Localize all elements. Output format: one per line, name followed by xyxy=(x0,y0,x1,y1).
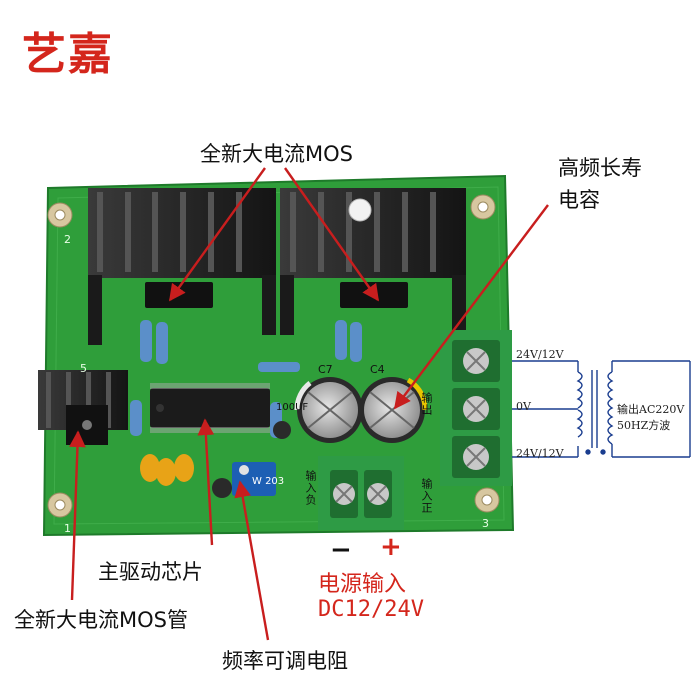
callout-mos-bottom: 全新大电流MOS管 xyxy=(14,608,188,632)
capacitor-c4 xyxy=(359,377,428,443)
transformer-output-line2: 50HZ方波 xyxy=(617,419,671,432)
output-terminal-block xyxy=(440,330,512,486)
pcb-corner-3: 3 xyxy=(482,517,489,530)
pcb-label-input-pos: 输入正 xyxy=(420,478,433,514)
ceramic-capacitors xyxy=(140,421,291,498)
pcb-corner-5: 5 xyxy=(80,362,87,375)
pot-marking: W 203 xyxy=(252,476,285,487)
driver-ic xyxy=(150,383,270,433)
pcb-label-input-neg: 输入负 xyxy=(304,470,317,506)
callout-arrows xyxy=(69,167,549,641)
brand-logo: 艺嘉 xyxy=(22,29,114,80)
callout-driver-chip: 主驱动芯片 xyxy=(98,560,203,584)
pcb-label-output: 输出 xyxy=(420,392,433,416)
callout-capacitor-line1: 高频长寿 xyxy=(558,156,642,180)
capacitor-c7 xyxy=(294,377,363,443)
callout-capacitor-line2: 电容 xyxy=(558,188,600,212)
mounting-holes xyxy=(47,194,500,518)
power-input-label: 电源输入 xyxy=(318,572,407,597)
power-input-voltage: DC12/24V xyxy=(318,597,424,622)
callout-mos-top: 全新大电流MOS xyxy=(200,142,353,166)
pcb-corner-1: 1 xyxy=(64,522,71,535)
pcb-label-c7: C7 xyxy=(318,363,333,376)
transformer-primary-bottom: 24V/12V xyxy=(516,447,564,460)
power-plus-sign: + xyxy=(380,532,402,562)
input-terminal-block xyxy=(318,456,404,530)
pcb-corner-2: 2 xyxy=(64,233,71,246)
transformer-diagram xyxy=(512,360,691,458)
transformer-primary-mid: 0V xyxy=(516,400,531,413)
heatsink-bottom-left xyxy=(38,370,128,445)
power-minus-sign: − xyxy=(330,535,352,565)
callout-pot: 频率可调电阻 xyxy=(222,649,348,673)
transformer-primary-top: 24V/12V xyxy=(516,348,564,361)
pcb-label-cap-value: 100UF xyxy=(276,402,309,413)
heatsink-left xyxy=(88,188,276,345)
transformer-output-line1: 输出AC220V xyxy=(617,403,685,416)
pcb-label-c4: C4 xyxy=(370,363,385,376)
